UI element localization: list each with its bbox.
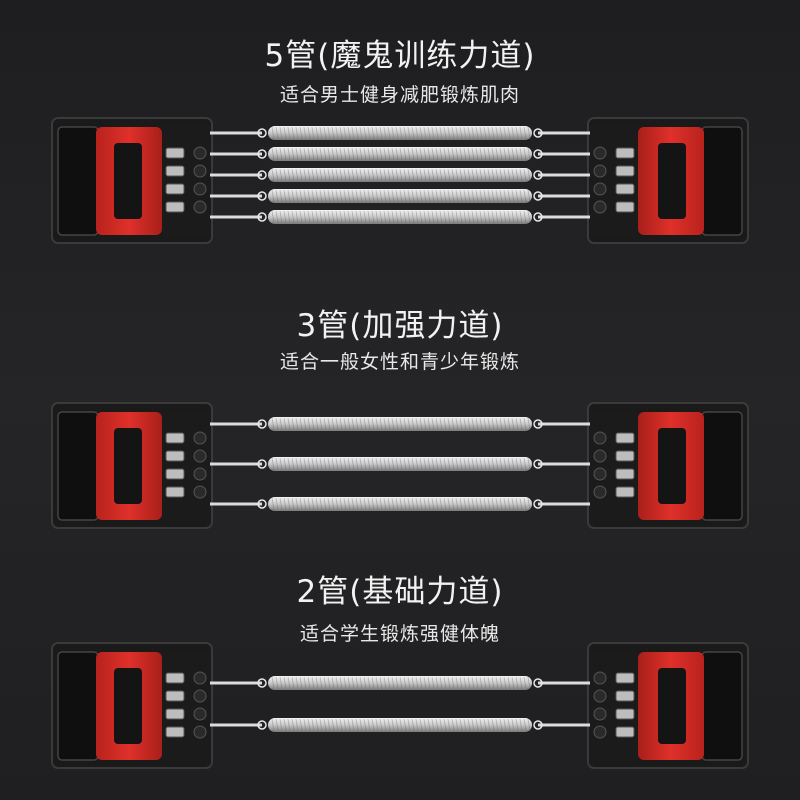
spring (268, 126, 532, 140)
variant-2-title: 2管(基础力道) (296, 574, 504, 610)
chest-expander-3-springs-image (51, 402, 749, 529)
right-handle (587, 117, 749, 244)
spring (268, 210, 532, 224)
variant-2-subtitle: 适合学生锻炼强健体魄 (299, 623, 500, 645)
chest-expander-2-springs-image (51, 642, 749, 769)
spring (268, 497, 532, 511)
left-handle (51, 642, 213, 769)
spring (268, 457, 532, 471)
chest-expander-5-springs-image (51, 117, 749, 244)
variant-3-subtitle: 适合一般女性和青少年锻炼 (279, 351, 520, 373)
right-handle (587, 642, 749, 769)
spring (268, 417, 532, 431)
variant-5-title: 5管(魔鬼训练力道) (264, 38, 536, 74)
left-handle (51, 117, 213, 244)
spring (268, 147, 532, 161)
left-handle (51, 402, 213, 529)
right-handle (587, 402, 749, 529)
spring (268, 189, 532, 203)
spring (268, 676, 532, 690)
spring (268, 168, 532, 182)
variant-5-subtitle: 适合男士健身减肥锻炼肌肉 (279, 84, 520, 106)
variant-3-title: 3管(加强力道) (296, 308, 504, 344)
spring (268, 718, 532, 732)
